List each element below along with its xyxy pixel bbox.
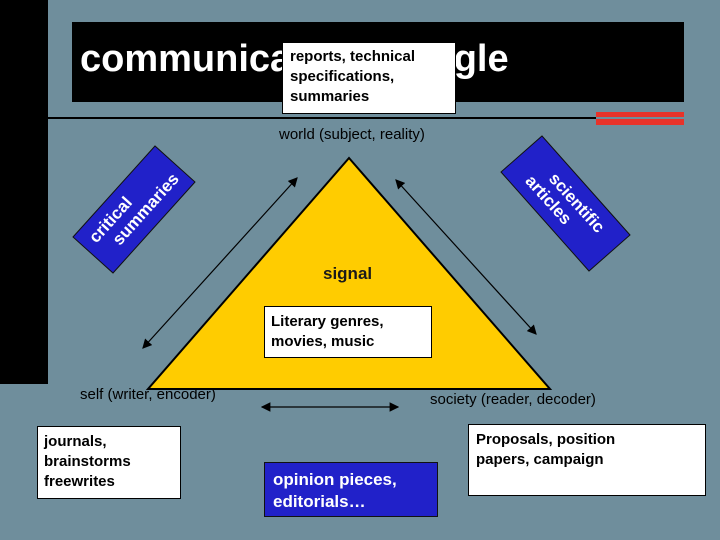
right-box-line-1: Proposals, position: [476, 431, 616, 448]
left-box-line-3: freewrites: [44, 473, 115, 490]
top-box-line-2: specifications,: [290, 68, 395, 85]
scientific-articles-box: [500, 135, 631, 272]
red-accent-stripe: [596, 112, 684, 125]
bottom-left-text-box: journals, brainstorms freewrites: [37, 426, 181, 499]
critical-summaries-box: [72, 145, 196, 274]
center-box-line-2: movies, music: [271, 333, 375, 350]
top-box-line-3: summaries: [290, 88, 370, 105]
top-box-line-1: reports, technical: [290, 48, 416, 65]
divider-line: [30, 117, 684, 119]
top-text-box: reports, technical specifications, summa…: [282, 42, 456, 114]
signal-label: signal: [323, 264, 373, 283]
left-black-bar: [0, 0, 48, 384]
left-box-line-1: journals,: [44, 433, 107, 450]
bottom-box-line-1: opinion pieces,: [273, 470, 397, 489]
right-box-line-2: papers, campaign: [476, 451, 604, 468]
arrow-world-self: [142, 177, 298, 349]
center-text-box: Literary genres, movies, music: [264, 306, 432, 358]
world-vertex-label: world (subject, reality): [279, 126, 425, 143]
bottom-blue-box: opinion pieces, editorials…: [264, 462, 438, 517]
society-vertex-label: society (reader, decoder): [430, 391, 596, 408]
bottom-box-line-2: editorials…: [273, 492, 366, 511]
bottom-right-text-box: Proposals, position papers, campaign: [468, 424, 706, 496]
self-vertex-label: self (writer, encoder): [80, 386, 216, 403]
center-box-line-1: Literary genres,: [271, 313, 384, 330]
arrow-world-society: [395, 179, 537, 335]
left-box-line-2: brainstorms: [44, 453, 131, 470]
